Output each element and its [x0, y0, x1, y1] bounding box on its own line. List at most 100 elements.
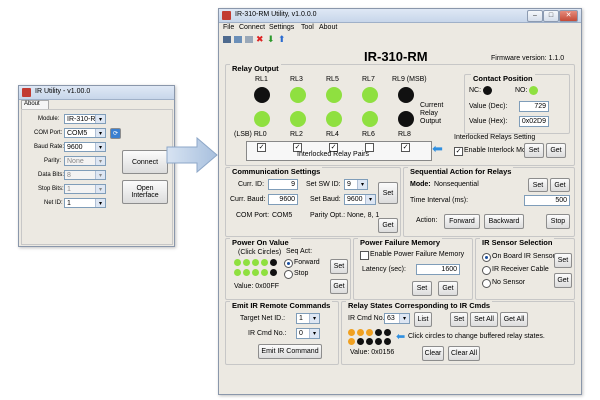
- close-button[interactable]: ✕: [559, 10, 578, 22]
- relay-circle-rl4[interactable]: [326, 111, 342, 127]
- buffer-circle[interactable]: [357, 338, 364, 345]
- connect-button[interactable]: Connect: [122, 150, 168, 174]
- clear-button[interactable]: Clear: [422, 346, 444, 361]
- power-on-set-button[interactable]: Set: [330, 259, 348, 274]
- relay-circle-rl1[interactable]: [254, 87, 270, 103]
- menu-tool[interactable]: Tool: [301, 24, 314, 31]
- ir-sensor-get-button[interactable]: Get: [554, 273, 572, 288]
- buffer-circle[interactable]: [348, 329, 355, 336]
- power-on-circle[interactable]: [270, 269, 277, 276]
- set-sw-id-select[interactable]: 9▾: [344, 179, 368, 190]
- power-on-circle[interactable]: [261, 259, 268, 266]
- relay-circle-rl6[interactable]: [362, 111, 378, 127]
- target-net-id-select[interactable]: 1▾: [296, 313, 320, 324]
- interlock-set-button[interactable]: Set: [524, 143, 544, 158]
- relay-circle-rl0[interactable]: [254, 111, 270, 127]
- set-baud-select[interactable]: 9600▾: [344, 194, 376, 205]
- list-button[interactable]: List: [414, 312, 432, 327]
- buffer-circle[interactable]: [366, 329, 373, 336]
- module-select[interactable]: IR-310-RM▾: [64, 114, 106, 124]
- seq-forward-radio[interactable]: [284, 259, 293, 268]
- relay-states-cmd-select[interactable]: 63▾: [384, 313, 410, 324]
- open-interface-button[interactable]: Open Interface: [122, 180, 168, 204]
- power-on-circle[interactable]: [243, 259, 250, 266]
- curr-id-field[interactable]: 9: [268, 179, 298, 190]
- relay-states-set-button[interactable]: Set: [450, 312, 468, 327]
- power-failure-get-button[interactable]: Get: [438, 281, 458, 296]
- arrow-up-icon[interactable]: ⬆: [278, 34, 286, 44]
- enable-interlock-checkbox[interactable]: ✓: [454, 147, 463, 156]
- stop-bits-select[interactable]: 1▾: [64, 184, 106, 194]
- connect-icon[interactable]: [223, 36, 231, 43]
- relay-circle-rl5[interactable]: [326, 87, 342, 103]
- main-titlebar[interactable]: IR-310-RM Utility, v1.0.0.0 – □ ✕: [219, 9, 581, 23]
- forward-button[interactable]: Forward: [444, 214, 480, 229]
- power-on-get-button[interactable]: Get: [330, 279, 348, 294]
- interlock-get-button[interactable]: Get: [546, 143, 566, 158]
- time-interval-field[interactable]: 500: [524, 195, 570, 206]
- power-on-circle[interactable]: [234, 259, 241, 266]
- ir-none-radio[interactable]: [482, 279, 491, 288]
- value-hex-field[interactable]: 0x02D9: [519, 116, 549, 127]
- maximize-button[interactable]: □: [543, 10, 559, 22]
- pair-checkbox[interactable]: ✓: [329, 143, 338, 152]
- value-dec-field[interactable]: 729: [519, 101, 549, 112]
- power-on-circle[interactable]: [270, 259, 277, 266]
- pair-checkbox[interactable]: ✓: [401, 143, 410, 152]
- ir-cable-radio[interactable]: [482, 266, 491, 275]
- get-all-button[interactable]: Get All: [500, 312, 528, 327]
- menu-file[interactable]: File: [223, 24, 235, 31]
- relay-circle-rl7[interactable]: [362, 87, 378, 103]
- pair-checkbox[interactable]: ✓: [293, 143, 302, 152]
- arrow-down-icon[interactable]: ⬇: [267, 34, 275, 44]
- disconnect-icon[interactable]: [245, 36, 253, 43]
- pair-checkbox[interactable]: [365, 143, 374, 152]
- buffer-circle[interactable]: [384, 329, 391, 336]
- curr-baud-field[interactable]: 9600: [268, 194, 298, 205]
- minimize-button[interactable]: –: [527, 10, 543, 22]
- comm-set-button[interactable]: Set: [378, 182, 398, 204]
- sequential-get-button[interactable]: Get: [550, 178, 570, 192]
- stop-button[interactable]: Stop: [546, 214, 570, 229]
- comm-get-button[interactable]: Get: [378, 218, 398, 233]
- relay-circle-rl9[interactable]: [398, 87, 414, 103]
- pair-checkbox[interactable]: ✓: [257, 143, 266, 152]
- seq-stop-radio[interactable]: [284, 270, 293, 279]
- menu-settings[interactable]: Settings: [269, 24, 295, 31]
- stop-icon[interactable]: ✖: [256, 34, 264, 44]
- buffer-circle[interactable]: [348, 338, 355, 345]
- buffer-circle[interactable]: [366, 338, 373, 345]
- com-port-select[interactable]: COM5▾: [64, 128, 106, 138]
- power-on-circle[interactable]: [234, 269, 241, 276]
- buffer-circle[interactable]: [357, 329, 364, 336]
- power-on-circle[interactable]: [252, 259, 259, 266]
- enable-power-failure-checkbox[interactable]: [360, 251, 369, 260]
- relay-circle-rl3[interactable]: [290, 87, 306, 103]
- power-failure-set-button[interactable]: Set: [412, 281, 432, 296]
- buffer-circle[interactable]: [384, 338, 391, 345]
- power-on-circle[interactable]: [252, 269, 259, 276]
- menu-connect[interactable]: Connect: [239, 24, 266, 31]
- set-all-button[interactable]: Set All: [470, 312, 498, 327]
- menu-about[interactable]: About: [319, 24, 338, 31]
- relay-circle-rl8[interactable]: [398, 111, 414, 127]
- latency-field[interactable]: 1600: [416, 264, 460, 275]
- net-id-select[interactable]: 1▾: [64, 198, 106, 208]
- relay-circle-rl2[interactable]: [290, 111, 306, 127]
- save-icon[interactable]: [234, 36, 242, 43]
- sequential-set-button[interactable]: Set: [528, 178, 548, 192]
- emit-cmd-select[interactable]: 0▾: [296, 328, 320, 339]
- power-on-circle[interactable]: [261, 269, 268, 276]
- data-bits-select[interactable]: 8▾: [64, 170, 106, 180]
- parity-select[interactable]: None▾: [64, 156, 106, 166]
- buffer-circle[interactable]: [375, 338, 382, 345]
- ir-onboard-radio[interactable]: [482, 253, 491, 262]
- emit-ir-command-button[interactable]: Emit IR Command: [258, 344, 322, 359]
- refresh-icon[interactable]: ⟳: [110, 128, 121, 139]
- clear-all-button[interactable]: Clear All: [448, 346, 480, 361]
- backward-button[interactable]: Backward: [484, 214, 524, 229]
- power-on-circle[interactable]: [243, 269, 250, 276]
- baud-rate-select[interactable]: 9600▾: [64, 142, 106, 152]
- ir-sensor-set-button[interactable]: Set: [554, 253, 572, 268]
- buffer-circle[interactable]: [375, 329, 382, 336]
